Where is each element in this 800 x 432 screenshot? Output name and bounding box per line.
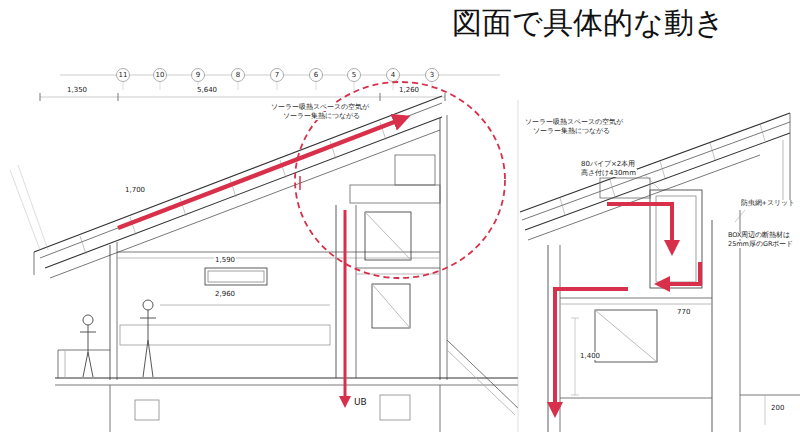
airflow-arrow — [607, 204, 672, 248]
annotation: 防虫網+スリット — [740, 200, 796, 207]
grid-number: 11 — [116, 70, 130, 80]
page-title: 図面で具体的な動き — [452, 6, 725, 41]
grid-number: 5 — [347, 70, 361, 80]
annotation: ソーラー吸熱スペースの空気が — [524, 118, 624, 126]
annotation: ソーラー集熱につながる — [532, 127, 611, 135]
dimension: 770 — [676, 308, 691, 316]
airflow-arrow — [344, 210, 347, 402]
annotation: 80パイプ×2本用 — [580, 160, 636, 168]
dimension: 1,350 — [66, 86, 88, 94]
airflow-arrow — [118, 119, 402, 228]
annotation: 高さ付け430mm — [580, 169, 637, 177]
dimension: 200 — [770, 404, 785, 412]
grid-number: 6 — [309, 70, 323, 80]
airflow-arrow — [555, 289, 628, 410]
grid-number: 3 — [425, 70, 439, 80]
dimension: 5,640 — [196, 86, 218, 94]
annotation: BOX周辺の断熱材は — [727, 232, 792, 239]
right-detail — [518, 100, 800, 432]
dimension: 1,400 — [579, 352, 601, 360]
grid-number: 8 — [231, 70, 245, 80]
annotation: 25mm厚のGRボード — [727, 241, 795, 248]
annotation: UB — [353, 397, 368, 407]
dimension: 1,260 — [398, 86, 420, 94]
grid-number: 7 — [270, 70, 284, 80]
detail-panel — [518, 100, 800, 432]
dimension: 1,700 — [124, 186, 146, 194]
dimension: 2,960 — [214, 290, 236, 298]
airflow-mark — [299, 176, 301, 190]
left-section — [10, 69, 520, 432]
annotation: ソーラー吸熱スペースの空気が — [270, 103, 370, 111]
grid-number: 9 — [191, 70, 205, 80]
airflow-arrow — [662, 262, 700, 284]
grid-number: 10 — [153, 70, 167, 80]
grid-number: 4 — [386, 70, 400, 80]
annotation: ソーラー集熱につながる — [282, 112, 361, 120]
dimension: 1,590 — [214, 256, 236, 264]
